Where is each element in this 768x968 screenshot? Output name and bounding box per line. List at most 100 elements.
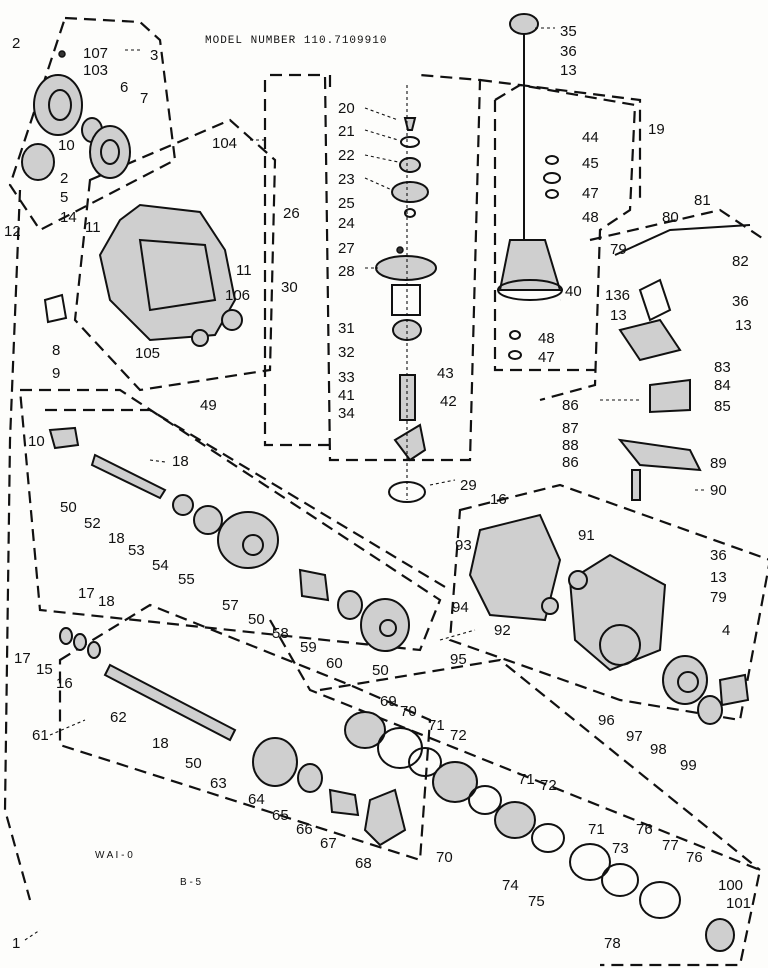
label-70: 70 (400, 703, 417, 720)
label-50: 50 (60, 499, 77, 516)
label-84: 84 (714, 377, 731, 394)
label-16: 16 (490, 491, 507, 508)
label-94: 94 (452, 599, 469, 616)
label-62: 62 (110, 709, 127, 726)
label-97: 97 (626, 728, 643, 745)
label-41: 41 (338, 387, 355, 404)
label-30: 30 (281, 279, 298, 296)
label-90: 90 (710, 482, 727, 499)
label-4: 4 (722, 622, 730, 639)
label-27: 27 (338, 240, 355, 257)
footer-code: W A I - 0 (95, 850, 133, 861)
label-82: 82 (732, 253, 749, 270)
label-75: 75 (528, 893, 545, 910)
label-36c: 36 (710, 547, 727, 564)
label-18c: 18 (98, 593, 115, 610)
model-number-title: MODEL NUMBER 110.7109910 (205, 35, 387, 47)
label-18b: 18 (108, 530, 125, 547)
label-72b: 72 (540, 777, 557, 794)
label-32: 32 (338, 344, 355, 361)
label-18d: 18 (152, 735, 169, 752)
label-48: 48 (582, 209, 599, 226)
label-45: 45 (582, 155, 599, 172)
label-6: 6 (120, 79, 128, 96)
label-105: 105 (135, 345, 160, 362)
group-outlines (3, 16, 768, 967)
label-8: 8 (52, 342, 60, 359)
label-68: 68 (355, 855, 372, 872)
label-29: 29 (460, 477, 477, 494)
label-13: 13 (560, 62, 577, 79)
label-101: 101 (726, 895, 751, 912)
label-96: 96 (598, 712, 615, 729)
label-91: 91 (578, 527, 595, 544)
label-64: 64 (248, 791, 265, 808)
label-86: 86 (562, 397, 579, 414)
label-63: 63 (210, 775, 227, 792)
label-33: 33 (338, 369, 355, 386)
leader-lines (24, 27, 705, 941)
label-36: 36 (560, 43, 577, 60)
label-47b: 47 (538, 349, 555, 366)
label-53: 53 (128, 542, 145, 559)
label-10: 10 (58, 137, 75, 154)
label-12: 12 (4, 223, 21, 240)
label-60: 60 (326, 655, 343, 672)
label-106: 106 (225, 287, 250, 304)
label-74: 74 (502, 877, 519, 894)
label-20: 20 (338, 100, 355, 117)
label-42: 42 (440, 393, 457, 410)
label-48b: 48 (538, 330, 555, 347)
label-5: 5 (60, 189, 68, 206)
label-21: 21 (338, 123, 355, 140)
label-17b: 17 (14, 650, 31, 667)
label-1: 1 (12, 935, 20, 952)
label-17: 17 (78, 585, 95, 602)
label-15: 15 (36, 661, 53, 678)
label-86b: 86 (562, 454, 579, 471)
label-49: 49 (200, 397, 217, 414)
label-107: 107 (83, 45, 108, 62)
label-71c: 71 (588, 821, 605, 838)
label-54: 54 (152, 557, 169, 574)
label-103: 103 (83, 62, 108, 79)
label-10b: 10 (28, 433, 45, 450)
label-70b: 70 (436, 849, 453, 866)
label-55: 55 (178, 571, 195, 588)
label-14: 14 (60, 209, 77, 226)
parts-drawing (21, 13, 751, 952)
label-65: 65 (272, 807, 289, 824)
label-85: 85 (714, 398, 731, 415)
label-83: 83 (714, 359, 731, 376)
label-13b: 13 (610, 307, 627, 324)
label-31: 31 (338, 320, 355, 337)
part-labels: 2 107 3 103 6 7 10 2 5 14 12 11 11 106 1… (4, 23, 752, 952)
label-13d: 13 (710, 569, 727, 586)
label-100: 100 (718, 877, 743, 894)
label-58: 58 (272, 625, 289, 642)
label-13c: 13 (735, 317, 752, 334)
label-11: 11 (85, 219, 101, 236)
label-2: 2 (12, 35, 20, 52)
label-23: 23 (338, 171, 355, 188)
label-71: 71 (428, 717, 445, 734)
label-19: 19 (648, 121, 665, 138)
label-25: 25 (338, 195, 355, 212)
label-67: 67 (320, 835, 337, 852)
label-81: 81 (694, 192, 711, 209)
label-11b: 11 (236, 262, 252, 279)
label-78: 78 (604, 935, 621, 952)
label-72: 72 (450, 727, 467, 744)
label-95: 95 (450, 651, 467, 668)
label-7: 7 (140, 90, 148, 107)
label-89: 89 (710, 455, 727, 472)
label-22: 22 (338, 147, 355, 164)
label-79b: 79 (710, 589, 727, 606)
label-52: 52 (84, 515, 101, 532)
label-40: 40 (565, 283, 582, 300)
label-9: 9 (52, 365, 60, 382)
label-61: 61 (32, 727, 49, 744)
label-73: 73 (612, 840, 629, 857)
label-43: 43 (437, 365, 454, 382)
